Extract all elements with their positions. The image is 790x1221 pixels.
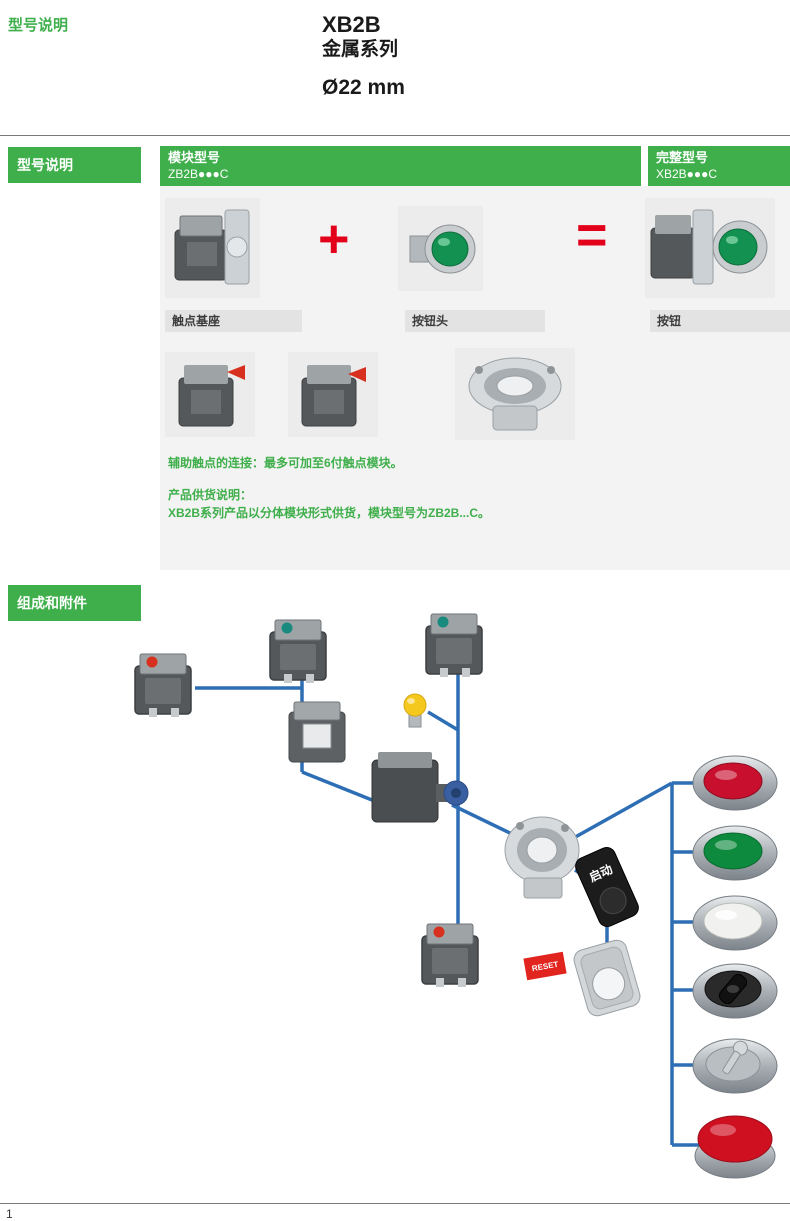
label-button: 按钮 bbox=[650, 310, 790, 332]
section-tag-composition: 组成和附件 bbox=[8, 585, 141, 621]
legend-holder bbox=[573, 939, 641, 1017]
pushbutton-white-head bbox=[692, 895, 778, 951]
series-title-block: XB2B 金属系列 Ø22 mm bbox=[322, 12, 405, 100]
button-head-photo bbox=[398, 206, 483, 291]
label-contact-base: 触点基座 bbox=[165, 310, 302, 332]
bottom-divider bbox=[0, 1203, 790, 1204]
contact-block-top-right bbox=[425, 613, 483, 678]
notes-block: 辅助触点的连接：最多可加至6付触点模块。 产品供货说明： XB2B系列产品以分体… bbox=[168, 455, 638, 521]
key-selector-switch-head bbox=[692, 1038, 778, 1094]
page-eyebrow-title: 型号说明 bbox=[8, 17, 69, 34]
equals-sign: = bbox=[576, 205, 608, 265]
pushbutton-green-head bbox=[692, 825, 778, 881]
mounting-collar bbox=[504, 816, 580, 899]
complete-header-band: 完整型号 XB2B●●●C bbox=[648, 146, 790, 186]
top-divider bbox=[0, 135, 790, 136]
pushbutton-red-head bbox=[692, 755, 778, 811]
mounting-collar-photo bbox=[455, 348, 575, 440]
emergency-stop-button-head bbox=[694, 1115, 776, 1179]
plus-sign: + bbox=[318, 209, 350, 269]
lamp-bulb bbox=[403, 693, 427, 728]
reset-tag: RESET bbox=[523, 951, 567, 981]
page-number: 1 bbox=[6, 1207, 13, 1221]
complete-band-title: 完整型号 bbox=[656, 150, 709, 165]
legend-plate: 启动 bbox=[575, 847, 639, 927]
composition-diagram: 启动 RESET bbox=[134, 613, 778, 1179]
module-band-code: ZB2B●●●C bbox=[168, 166, 229, 181]
contact-block-photo-2 bbox=[288, 352, 378, 437]
note-supply-title: 产品供货说明： bbox=[168, 487, 253, 502]
note-supply-body: XB2B系列产品以分体模块形式供货，模块型号为ZB2B...C。 bbox=[168, 505, 491, 520]
complete-band-code: XB2B●●●C bbox=[656, 166, 718, 181]
series-family: 金属系列 bbox=[322, 39, 399, 61]
selector-switch-head bbox=[692, 963, 778, 1019]
actuator-body bbox=[371, 752, 469, 823]
label-button-head: 按钮头 bbox=[405, 310, 545, 332]
series-name: XB2B bbox=[322, 12, 381, 37]
contact-base-photo bbox=[165, 198, 260, 298]
contact-block-top-middle bbox=[269, 619, 327, 684]
module-band-title: 模块型号 bbox=[168, 150, 221, 165]
note-aux-contacts: 辅助触点的连接：最多可加至6付触点模块。 bbox=[168, 456, 403, 470]
complete-button-photo bbox=[645, 198, 775, 298]
light-module-block bbox=[288, 701, 346, 763]
contact-block-photo-1 bbox=[165, 352, 255, 437]
module-header-band: 模块型号 ZB2B●●●C bbox=[160, 146, 641, 186]
aux-contact-block-bottom bbox=[421, 923, 479, 988]
series-diameter: Ø22 mm bbox=[322, 75, 405, 99]
section-tag-model: 型号说明 bbox=[8, 147, 141, 183]
contact-block-left bbox=[134, 653, 192, 718]
